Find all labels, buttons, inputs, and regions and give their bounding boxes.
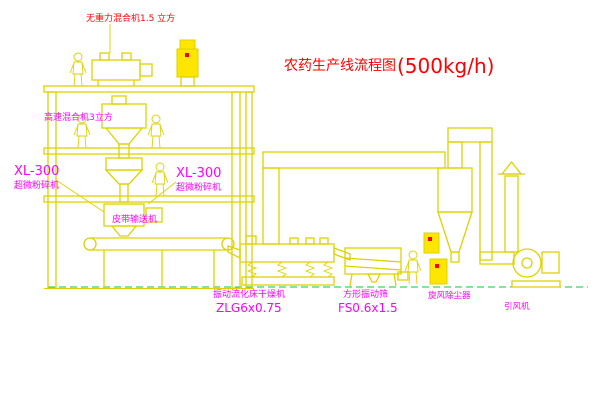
- zero-gravity-mixer-drawing: [91, 24, 153, 86]
- fan-drawing: [511, 248, 561, 288]
- label-high-speed-mixer: 高速混合机3立方: [44, 111, 113, 123]
- pulverizer-hopper-drawing: [104, 157, 144, 203]
- diagram-title-capacity: (500kg/h): [397, 54, 494, 78]
- label-cyclone: 旋风除尘器: [428, 290, 471, 301]
- diagram-title: 农药生产线流程图: [284, 58, 396, 74]
- cyclone-drawing: [437, 127, 515, 265]
- label-screen-model: FS0.6x1.5: [338, 301, 398, 315]
- fluid-bed-dryer-drawing: [227, 235, 335, 286]
- high-speed-mixer-drawing: [101, 95, 147, 159]
- control-cabinet-right-lower: [429, 258, 448, 285]
- operator-figure: [151, 162, 169, 197]
- label-pulverizer-left-name: 超微粉碎机: [14, 179, 59, 191]
- label-top-mixer: 无重力混合机1.5 立方: [86, 12, 175, 24]
- label-belt-conveyor: 皮带输送机: [112, 213, 157, 225]
- label-pulverizer-mid-model: XL-300: [176, 166, 221, 181]
- label-pulverizer-mid-name: 超微粉碎机: [176, 181, 221, 193]
- label-pulverizer-left-model: XL-300: [14, 164, 59, 179]
- operator-figure: [69, 52, 87, 87]
- label-dryer-name: 振动流化床干燥机: [213, 288, 285, 300]
- vibrating-screen-drawing: [333, 247, 409, 287]
- label-fan: 引风机: [504, 301, 530, 312]
- label-screen-name: 方形振动筛: [343, 288, 388, 300]
- control-cabinet-right-upper: [423, 232, 440, 254]
- exhaust-duct-drawing: [262, 151, 446, 245]
- exhaust-stack-drawing: [498, 160, 525, 253]
- building-structure: [43, 85, 255, 289]
- control-cabinet-top: [176, 39, 199, 87]
- belt-conveyor-drawing: [83, 237, 235, 287]
- label-dryer-model: ZLG6x0.75: [216, 301, 282, 315]
- pulverizer-drawing: [55, 179, 177, 237]
- operator-figure: [147, 114, 165, 149]
